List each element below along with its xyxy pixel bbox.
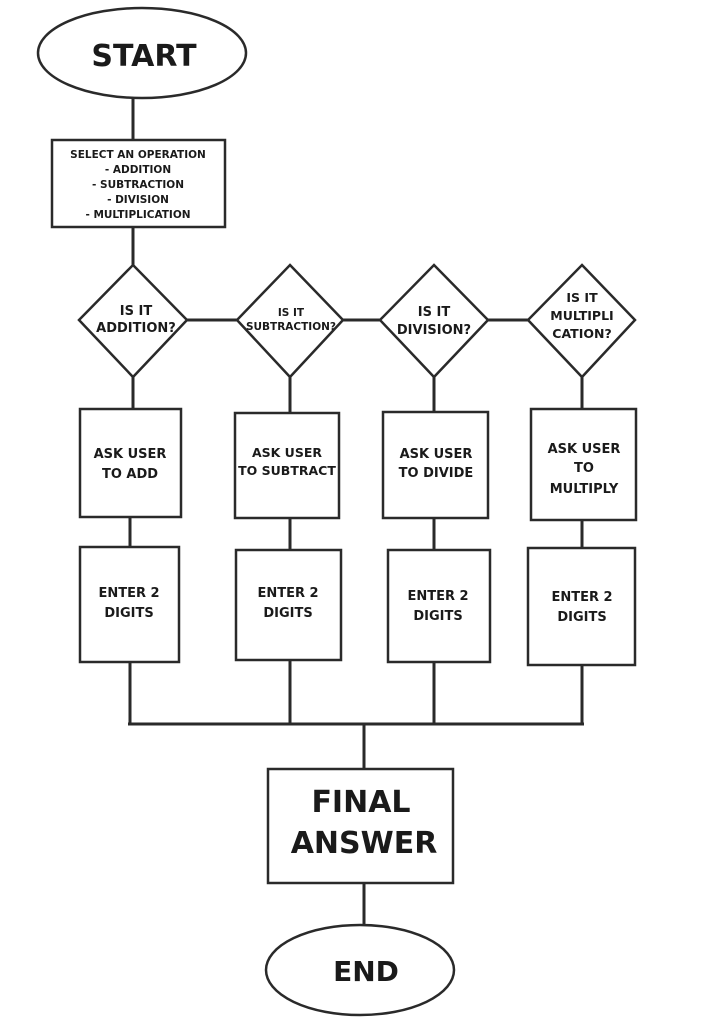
decision-diamond [77, 263, 189, 379]
enter-digits-rect [386, 548, 492, 664]
ask-line-1: TO SUBTRACT [238, 463, 336, 478]
final-answer-box: FINAL ANSWER [266, 767, 455, 885]
enter-line-1: DIGITS [413, 609, 462, 624]
ask-line-2: MULTIPLY [550, 482, 619, 497]
decision-line-1: ADDITION? [96, 321, 176, 336]
decision-line-1: SUBTRACTION? [246, 321, 336, 333]
select-line-2: - SUBTRACTION [92, 179, 184, 191]
enter-line-1: DIGITS [263, 606, 312, 621]
enter-line-0: ENTER 2 [407, 589, 468, 604]
ask-user-rect [233, 411, 341, 520]
enter-digits-rect [234, 548, 343, 662]
ask-user-add-box: ASK USER TO ADD [78, 407, 183, 519]
select-line-1: - ADDITION [105, 164, 171, 176]
enter-digits-box-2: ENTER 2 DIGITS [234, 548, 343, 662]
decision-line-0: IS IT [418, 305, 451, 320]
ask-user-subtract-box: ASK USER TO SUBTRACT [233, 411, 341, 520]
final-line-1: ANSWER [291, 826, 438, 861]
final-answer-rect [266, 767, 455, 885]
decision-diamond [526, 263, 637, 379]
decision-diamond [378, 263, 490, 379]
decision-line-1: DIVISION? [397, 323, 471, 338]
select-operation-rect [50, 138, 227, 229]
decision-line-0: IS IT [278, 307, 305, 319]
ask-user-rect [529, 407, 638, 522]
decision-multiplication: IS IT MULTIPLI CATION? [526, 263, 637, 379]
enter-line-0: ENTER 2 [98, 586, 159, 601]
end-label: END [333, 955, 399, 988]
decision-line-0: IS IT [566, 290, 598, 305]
select-line-3: - DIVISION [107, 194, 169, 206]
select-line-0: SELECT AN OPERATION [70, 149, 206, 161]
select-line-4: - MULTIPLICATION [85, 209, 190, 221]
ask-user-rect [381, 410, 490, 520]
ask-line-0: ASK USER [548, 442, 621, 457]
ask-user-rect [78, 407, 183, 519]
enter-line-0: ENTER 2 [257, 586, 318, 601]
start-label: START [91, 39, 197, 74]
ask-line-0: ASK USER [400, 447, 473, 462]
enter-digits-box-4: ENTER 2 DIGITS [526, 546, 637, 667]
connectors [128, 98, 584, 925]
enter-line-0: ENTER 2 [551, 590, 612, 605]
final-line-0: FINAL [311, 785, 410, 820]
start-terminal: START [36, 6, 248, 100]
decision-subtraction: IS IT SUBTRACTION? [235, 263, 345, 379]
decision-diamond [235, 263, 345, 379]
enter-line-1: DIGITS [104, 606, 153, 621]
ask-line-0: ASK USER [94, 447, 167, 462]
enter-line-1: DIGITS [557, 610, 606, 625]
decision-division: IS IT DIVISION? [378, 263, 490, 379]
ask-line-0: ASK USER [252, 445, 322, 460]
end-terminal: END [264, 923, 456, 1017]
decision-line-2: CATION? [552, 326, 611, 341]
ask-line-1: TO [574, 461, 594, 476]
start-oval [36, 6, 248, 100]
end-oval [264, 923, 456, 1017]
enter-digits-rect [526, 546, 637, 667]
decision-line-0: IS IT [120, 304, 153, 319]
ask-user-divide-box: ASK USER TO DIVIDE [381, 410, 490, 520]
ask-user-multiply-box: ASK USER TO MULTIPLY [529, 407, 638, 522]
enter-digits-box-1: ENTER 2 DIGITS [78, 545, 181, 664]
enter-digits-box-3: ENTER 2 DIGITS [386, 548, 492, 664]
ask-line-1: TO DIVIDE [399, 466, 474, 481]
ask-line-1: TO ADD [102, 467, 158, 482]
enter-digits-rect [78, 545, 181, 664]
decision-addition: IS IT ADDITION? [77, 263, 189, 379]
decision-line-1: MULTIPLI [550, 308, 613, 323]
select-operation-box: SELECT AN OPERATION - ADDITION - SUBTRAC… [50, 138, 227, 229]
